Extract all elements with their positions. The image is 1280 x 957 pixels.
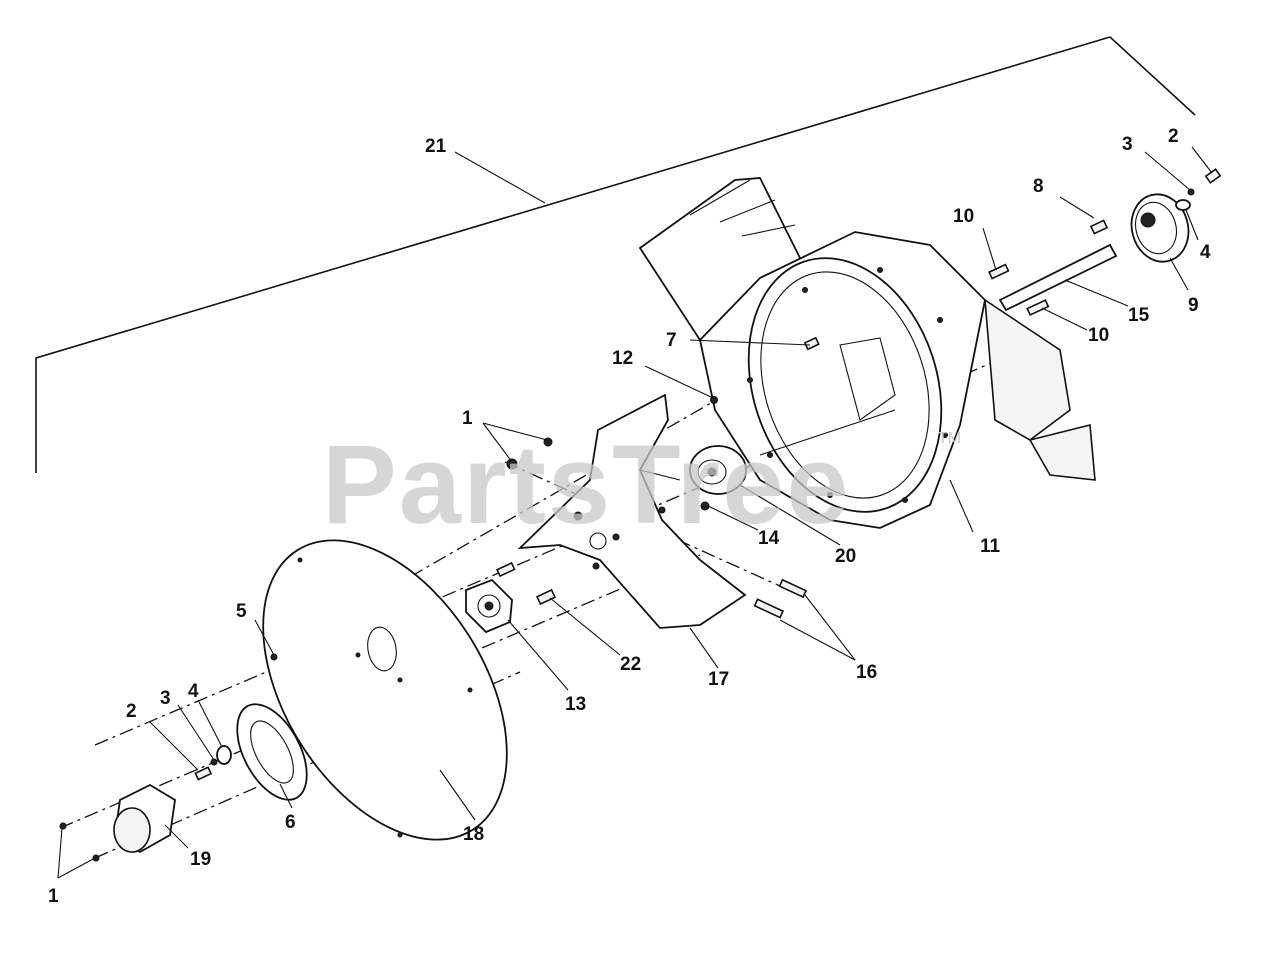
- callout-8: 8: [1033, 176, 1044, 197]
- hardware-left: [59, 437, 808, 862]
- callout-11: 11: [980, 536, 1001, 557]
- back-plate-part: [262, 539, 508, 841]
- callout-20: 20: [835, 546, 856, 567]
- end-cap-part: [113, 783, 176, 854]
- callout-17: 17: [708, 669, 729, 690]
- callout-18: 18: [463, 824, 484, 845]
- callout-4-right: 4: [1200, 242, 1211, 263]
- callout-2-right: 2: [1168, 126, 1179, 147]
- impeller-part: [517, 393, 747, 629]
- callout-labels: 21 2 3 8 10 4 9 15 10 7 12 1 14 20 11 5 …: [48, 126, 1211, 907]
- callout-22: 22: [620, 654, 641, 675]
- callout-3-left: 3: [160, 688, 171, 709]
- bearing-flange-part-20: [689, 445, 747, 495]
- watermark-trademark: TM: [938, 430, 961, 447]
- watermark-text: PartsTree: [322, 422, 851, 547]
- callout-4-left: 4: [188, 681, 199, 702]
- watermark: PartsTree TM: [322, 422, 961, 547]
- callout-1-top: 1: [462, 408, 473, 429]
- callout-2-left: 2: [126, 701, 137, 722]
- callout-5: 5: [236, 601, 247, 622]
- callout-9: 9: [1188, 295, 1199, 316]
- assembly-bracket-21: [35, 36, 1196, 473]
- shaft-part: [998, 219, 1118, 312]
- callout-10-top: 10: [953, 206, 974, 227]
- callout-12: 12: [612, 348, 633, 369]
- callout-14: 14: [758, 528, 780, 549]
- pulley-part: [1130, 193, 1190, 263]
- callout-1-bottom: 1: [48, 886, 59, 907]
- callout-21: 21: [425, 136, 447, 157]
- callout-15: 15: [1128, 305, 1150, 326]
- ring-plate-part: [236, 703, 308, 801]
- callout-19: 19: [190, 849, 211, 870]
- callout-7: 7: [666, 330, 677, 351]
- callout-10-bottom: 10: [1088, 325, 1109, 346]
- hardware-right: [700, 168, 1222, 511]
- callout-6: 6: [285, 812, 296, 833]
- callout-16: 16: [856, 662, 877, 683]
- callout-3-right: 3: [1122, 134, 1133, 155]
- leader-lines: [57, 146, 1213, 879]
- blower-housing-part: [638, 177, 1096, 529]
- callout-13: 13: [565, 694, 586, 715]
- bearing-flange-part-13: [465, 578, 513, 634]
